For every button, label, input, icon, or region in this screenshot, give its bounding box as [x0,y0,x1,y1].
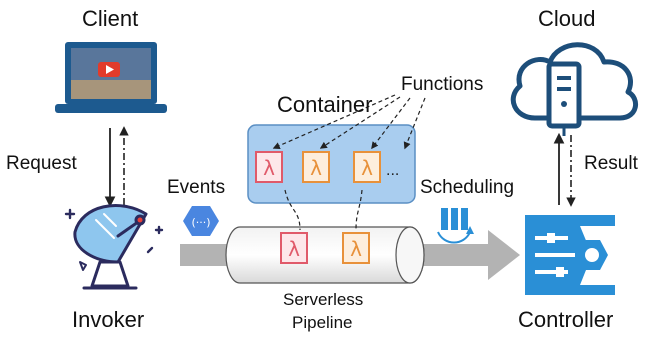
lambda-symbol: λ [310,156,322,180]
pipeline-label-line2: Pipeline [292,313,353,332]
scheduling-label: Scheduling [420,177,515,198]
more-functions-ellipsis: ... [386,162,399,179]
client-label: Client [82,6,139,31]
cloud-label: Cloud [538,6,596,31]
scheduling-icon [437,208,474,244]
lambda-symbol: λ [350,237,362,261]
functions-label: Functions [401,74,484,95]
lambda-symbol: λ [263,156,275,180]
events-label: Events [167,177,226,198]
invoker-label: Invoker [72,307,145,332]
svg-text:(···): (···) [191,216,210,229]
dashed-connector [355,189,363,231]
pipeline-lambda-2: λ [342,232,370,264]
lambda-symbol: λ [288,237,300,261]
cloud-server-icon [510,42,638,136]
dashed-connector [284,189,301,231]
event-hexagon-icon: (···) [183,206,219,236]
lambda-icon-3: λ [353,151,381,183]
functions-pointers [272,94,426,150]
lambda-icon-1: λ [255,151,283,183]
pipeline-lambda-1: λ [280,232,308,264]
controller-label: Controller [518,307,614,332]
request-label: Request [6,153,77,174]
serverless-pipeline [225,226,425,284]
lambda-symbol: λ [361,156,373,180]
laptop-video-icon [55,42,167,113]
lambda-icon-2: λ [302,151,330,183]
container-label: Container [277,92,373,117]
controller-panel-icon [525,215,615,295]
pipeline-label-line1: Serverless [283,290,364,309]
satellite-dish-icon [64,204,164,290]
result-label: Result [584,153,638,174]
